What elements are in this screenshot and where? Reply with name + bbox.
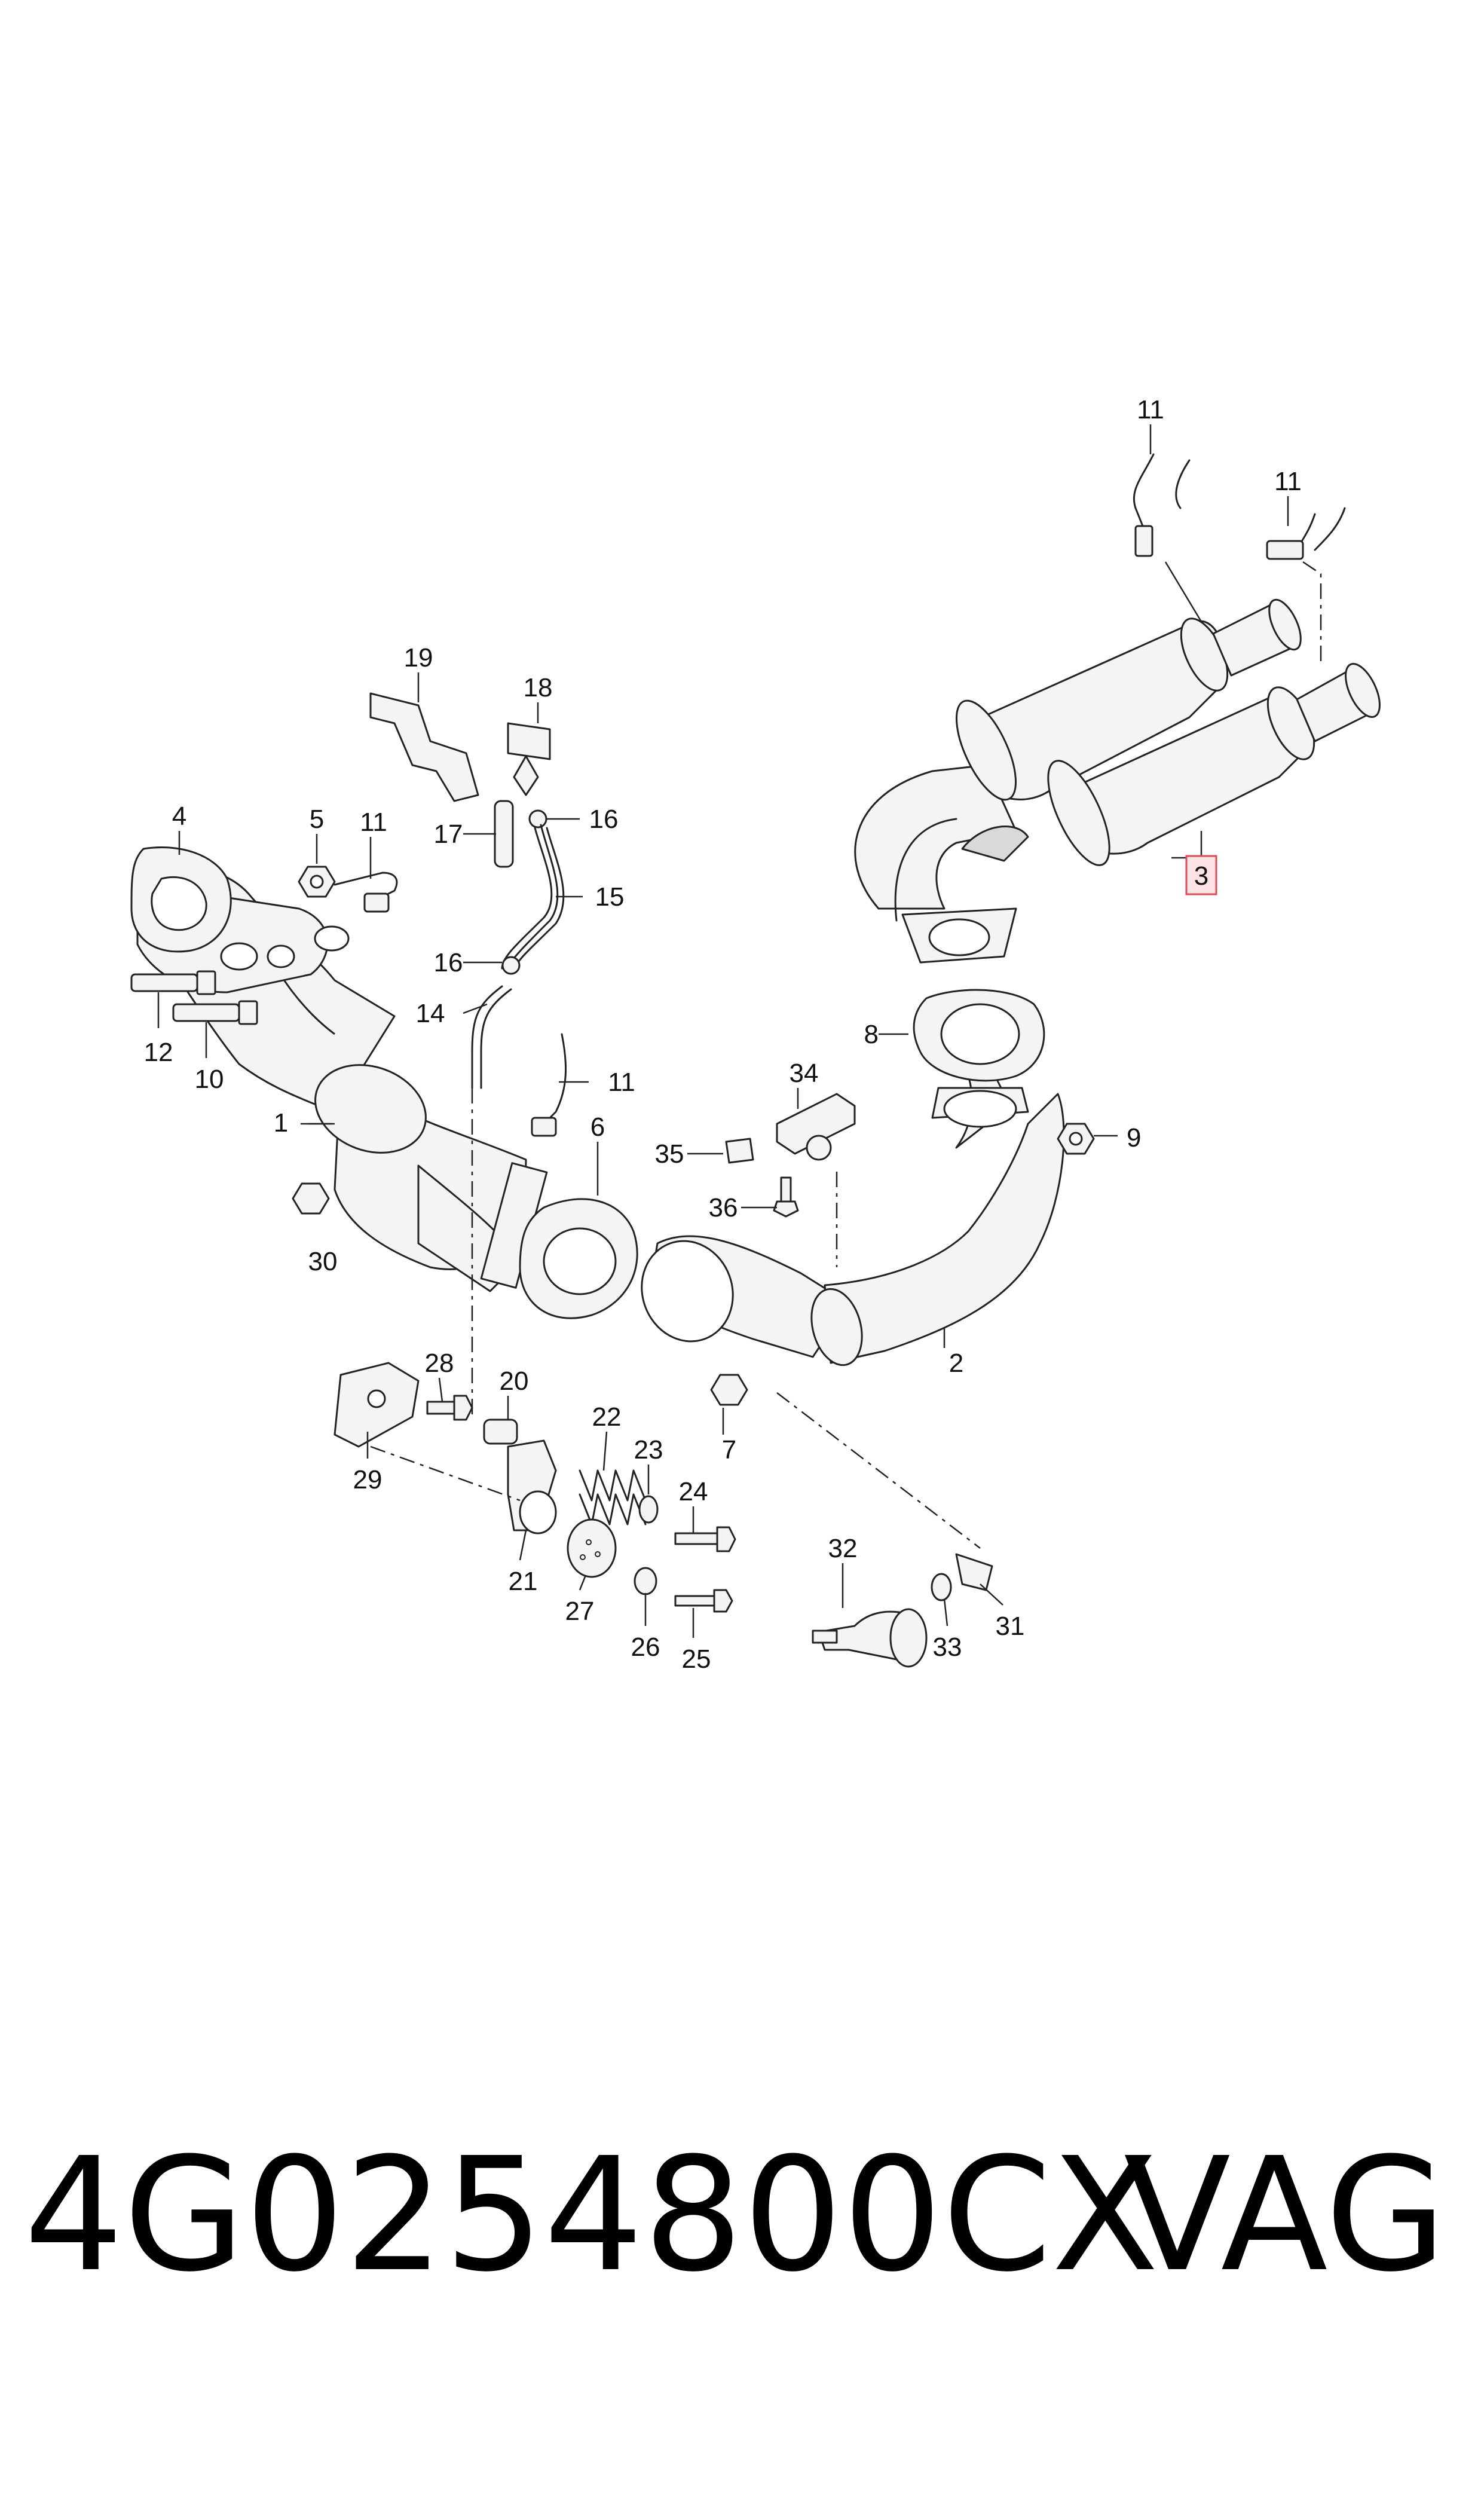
gasket-6: [519, 1198, 638, 1319]
callout-28: 28: [425, 1349, 454, 1378]
pressure-sensor: [507, 722, 551, 796]
bracket-29: [333, 1362, 420, 1448]
catalytic-converter-twin: [854, 598, 1381, 964]
callout-3-highlight: [1185, 855, 1217, 895]
callout-7: 7: [722, 1435, 736, 1465]
callout-31: 31: [996, 1612, 1025, 1641]
callout-11-left: 11: [360, 808, 387, 837]
callout-18: 18: [524, 673, 553, 702]
bracket-34: [776, 1093, 856, 1161]
rear-pipe: [641, 1069, 1065, 1366]
pressure-pipe: [471, 985, 512, 1089]
callout-17: 17: [434, 820, 463, 849]
callout-11-top-left: 11: [1137, 395, 1164, 424]
nut-5: [298, 866, 336, 898]
callout-27: 27: [565, 1597, 595, 1626]
callout-3: 3: [1194, 861, 1208, 891]
cover-tube: [494, 800, 514, 868]
callout-34: 34: [790, 1059, 819, 1088]
assembly-lines: [370, 1088, 981, 1549]
sensor-10: [172, 1000, 258, 1025]
bolt-25: [674, 1589, 733, 1613]
callout-21: 21: [509, 1567, 538, 1596]
brand: VAG: [1124, 2124, 1447, 2306]
callout-22: 22: [592, 1402, 622, 1432]
clip-31: [955, 1553, 993, 1591]
callout-20: 20: [500, 1366, 529, 1396]
bracket-21: [507, 1439, 557, 1534]
callout-11-top-right: 11: [1274, 467, 1302, 496]
callout-6: 6: [590, 1112, 605, 1142]
bracket-upper: [369, 692, 479, 802]
callout-1: 1: [274, 1108, 288, 1138]
washer-23: [638, 1495, 659, 1524]
callout-23: 23: [634, 1435, 663, 1465]
hose-clip-lower: [501, 956, 521, 975]
nut-9: [1057, 1123, 1095, 1155]
flange-27: [567, 1518, 617, 1578]
callout-14: 14: [416, 999, 445, 1028]
callout-35: 35: [655, 1139, 684, 1169]
sensor-12: [130, 970, 216, 995]
spring-22: [579, 1469, 647, 1526]
washer-33: [931, 1573, 952, 1601]
gasket-8: [913, 989, 1045, 1082]
callout-10: 10: [195, 1065, 224, 1094]
nut-30: [292, 1182, 330, 1215]
bolt-28: [426, 1395, 473, 1421]
nut-7: [710, 1374, 748, 1406]
part-number: 4G0254800CX: [24, 2124, 1159, 2306]
bushing-20: [483, 1419, 518, 1445]
oxygen-sensor-upper-left: [1133, 453, 1203, 622]
callout-36: 36: [709, 1193, 738, 1222]
hose-clip-upper: [528, 809, 547, 829]
callout-5: 5: [310, 805, 324, 834]
clip-nut-35: [725, 1138, 754, 1164]
bolt-36: [773, 1176, 799, 1218]
callout-8: 8: [864, 1020, 879, 1049]
callout-12: 12: [144, 1038, 173, 1067]
gasket-manifold: [130, 846, 232, 953]
callout-9: 9: [1127, 1123, 1141, 1152]
washer-26: [634, 1567, 657, 1595]
callout-33: 33: [933, 1633, 962, 1662]
callout-2: 2: [949, 1349, 963, 1378]
callout-30: 30: [308, 1247, 338, 1276]
callout-19: 19: [404, 643, 433, 672]
callout-15: 15: [595, 882, 625, 912]
callout-11-middle: 11: [608, 1068, 635, 1097]
oxygen-sensor-middle: [531, 1033, 567, 1137]
callout-25: 25: [682, 1644, 711, 1674]
oxygen-sensor-left: [333, 872, 398, 913]
bolt-24: [674, 1526, 736, 1552]
oxygen-sensor-upper-right: [1266, 507, 1346, 664]
callout-4: 4: [172, 802, 186, 831]
leader-lines: [157, 424, 1289, 1638]
clamp-assembly-32: [812, 1608, 928, 1668]
callout-29: 29: [353, 1465, 383, 1494]
exhaust-parts-diagram: 1 2 3 4 5 6 7 8 9 10 11 11 11 11 12 14 1…: [130, 395, 1381, 1674]
callout-26: 26: [631, 1633, 660, 1662]
callout-24: 24: [679, 1477, 708, 1506]
callout-32: 32: [828, 1534, 858, 1563]
callout-16-lower: 16: [434, 948, 463, 977]
callout-16-upper: 16: [589, 805, 619, 834]
callout-labels: 1 2 3 4 5 6 7 8 9 10 11 11 11 11 12 14 1…: [144, 395, 1302, 1674]
